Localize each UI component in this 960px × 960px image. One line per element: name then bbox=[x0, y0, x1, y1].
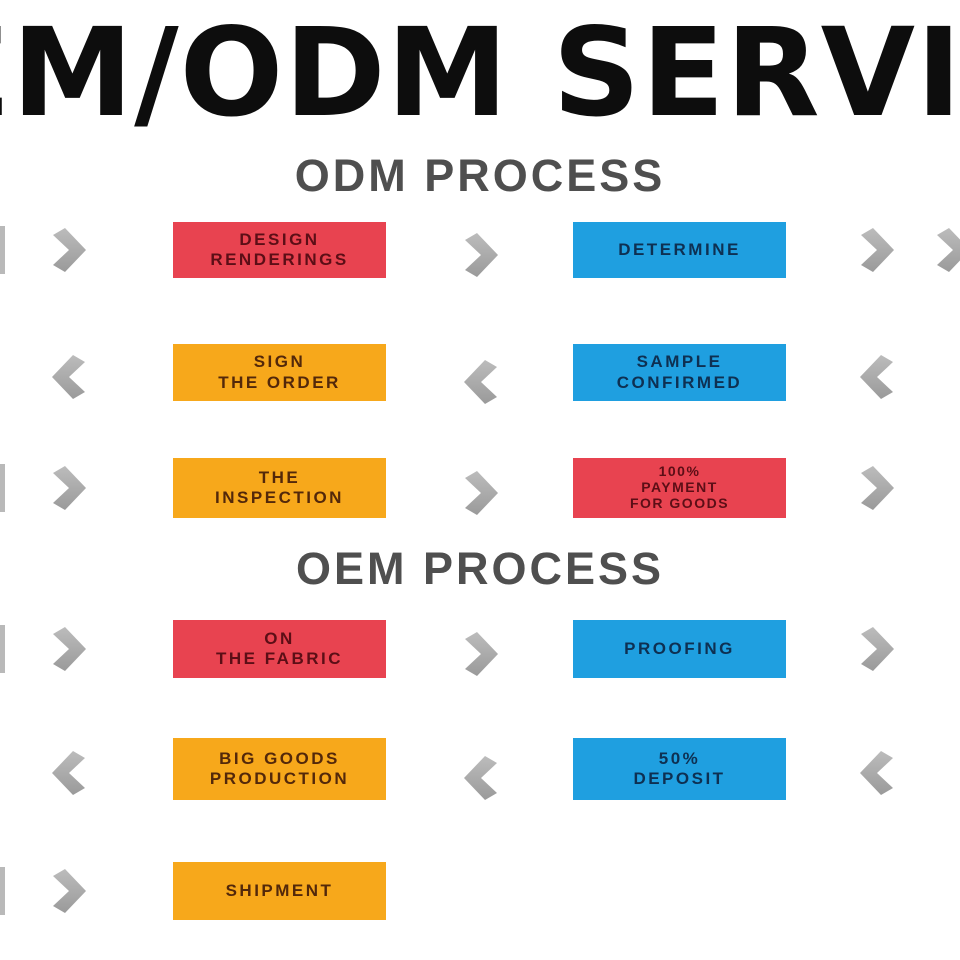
section-heading-odm: ODM PROCESS bbox=[294, 150, 666, 201]
process-step-label: BIG GOODS bbox=[219, 748, 340, 768]
chevron-right-icon bbox=[462, 631, 500, 677]
process-step-label: THE FABRIC bbox=[216, 649, 343, 668]
process-step-label: PRODUCTION bbox=[209, 769, 350, 788]
chevron-right-icon bbox=[462, 470, 500, 516]
process-step-label: PROOFING bbox=[624, 638, 735, 658]
process-step-label: 50% bbox=[658, 748, 701, 768]
process-step-label: 100% bbox=[658, 463, 701, 480]
process-step-label: DESIGN bbox=[239, 229, 320, 249]
cropped-chevron-fragment bbox=[934, 227, 960, 273]
cropped-chevron-fragment bbox=[0, 867, 5, 915]
process-step-label: SHIPMENT bbox=[225, 880, 334, 900]
chevron-right-icon bbox=[858, 227, 896, 273]
chevron-left-icon bbox=[858, 354, 896, 400]
process-step-label: ON bbox=[264, 628, 295, 648]
process-step-label: INSPECTION bbox=[215, 488, 344, 507]
page-title-wrap: OEM/ODM SERVICE bbox=[0, 0, 960, 142]
chevron-left-icon bbox=[462, 755, 500, 801]
process-step-box: PROOFING bbox=[573, 620, 786, 678]
chevron-right-icon bbox=[858, 465, 896, 511]
chevron-right-icon bbox=[50, 227, 88, 273]
process-step-label: RENDERINGS bbox=[210, 250, 349, 269]
process-step-box: SHIPMENT bbox=[173, 862, 386, 920]
chevron-left-icon bbox=[462, 359, 500, 405]
chevron-left-icon bbox=[50, 750, 88, 796]
chevron-left-icon bbox=[50, 354, 88, 400]
process-step-label: PAYMENT bbox=[641, 479, 718, 496]
process-step-label: THE bbox=[258, 467, 301, 487]
chevron-right-icon bbox=[50, 868, 88, 914]
process-step-box: DETERMINE bbox=[573, 222, 786, 278]
process-step-box: 50%DEPOSIT bbox=[573, 738, 786, 800]
chevron-left-icon bbox=[858, 750, 896, 796]
process-step-label: SAMPLE bbox=[636, 352, 723, 372]
cropped-chevron-fragment bbox=[0, 226, 5, 274]
cropped-chevron-fragment bbox=[0, 625, 5, 673]
process-step-label: DETERMINE bbox=[618, 239, 741, 259]
process-step-label: DEPOSIT bbox=[633, 769, 726, 788]
page-title: OEM/ODM SERVICE bbox=[0, 2, 960, 142]
process-step-label: CONFIRMED bbox=[616, 372, 743, 392]
chevron-right-icon bbox=[50, 465, 88, 511]
cropped-chevron-fragment bbox=[0, 464, 5, 512]
chevron-right-icon bbox=[858, 626, 896, 672]
chevron-right-icon bbox=[462, 232, 500, 278]
process-step-label: THE ORDER bbox=[218, 372, 341, 392]
process-step-label: SIGN bbox=[253, 352, 306, 372]
section-heading-oem: OEM PROCESS bbox=[295, 543, 665, 594]
chevron-right-icon bbox=[50, 626, 88, 672]
process-step-label: FOR GOODS bbox=[629, 494, 730, 511]
